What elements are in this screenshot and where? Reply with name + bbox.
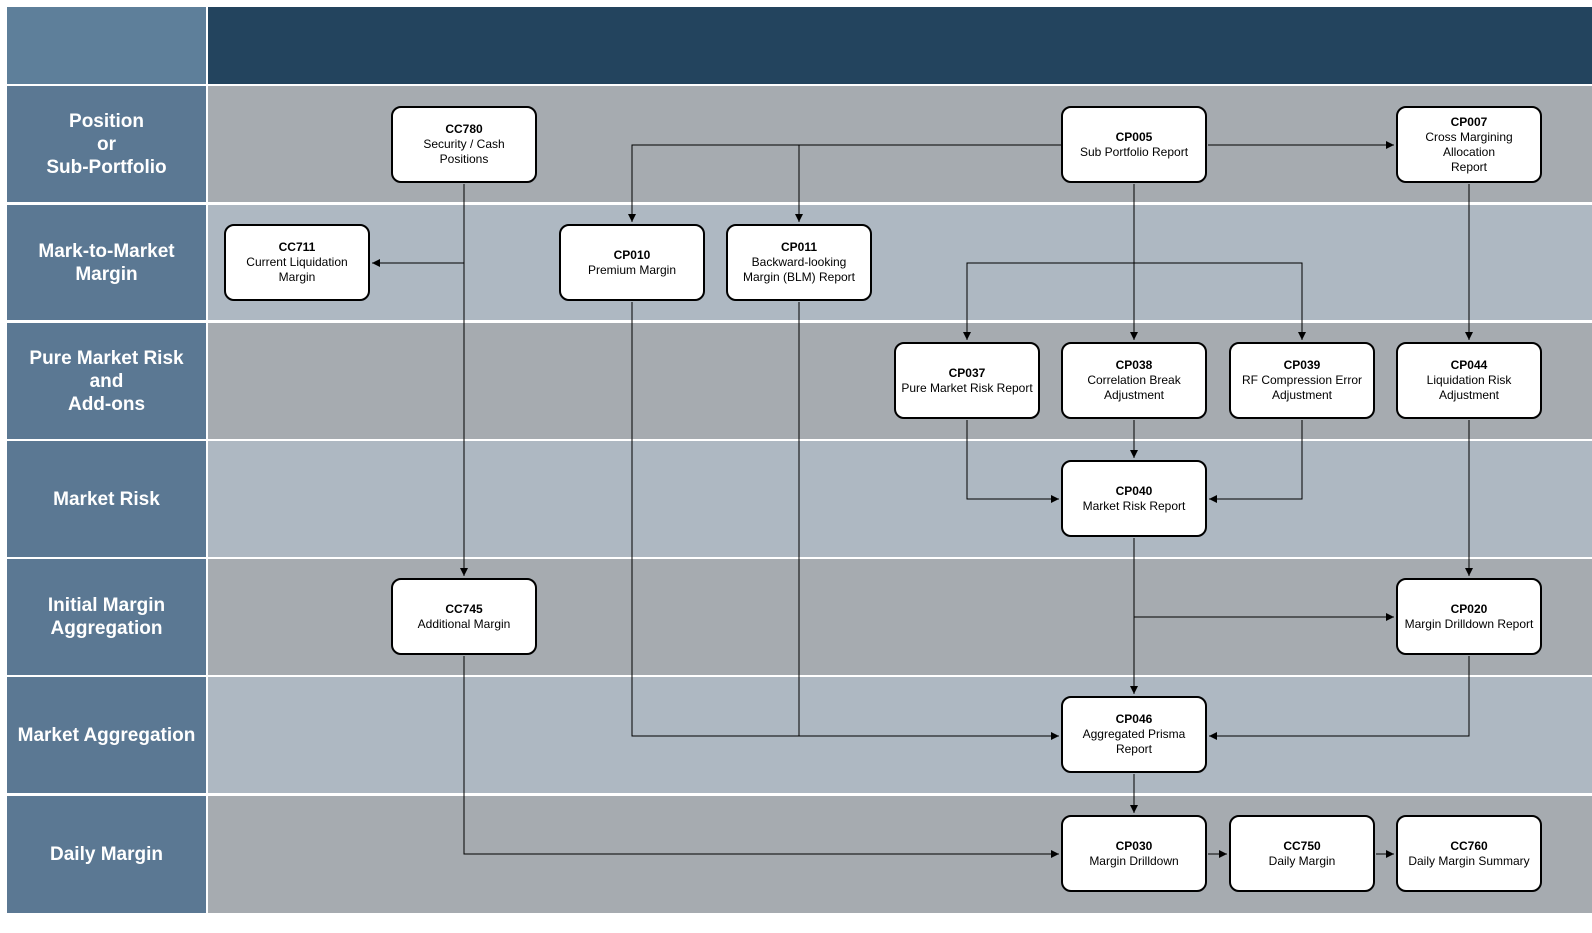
node-description: Daily Margin Summary [1408, 853, 1530, 868]
node-code: CP010 [613, 247, 651, 262]
node-cp011[interactable]: CP011 Backward-looking Margin (BLM) Repo… [726, 224, 872, 301]
node-description: Margin Drilldown Report [1404, 616, 1534, 631]
edge-cp010-cp046 [631, 302, 1059, 740]
node-cp046[interactable]: CP046 Aggregated Prisma Report [1061, 696, 1207, 773]
lane-label-mark-to-market: Mark-to-Market Margin [7, 205, 206, 320]
node-code: CP038 [1115, 358, 1153, 372]
node-cp038[interactable]: CP038 Correlation Break Adjustment [1061, 342, 1207, 419]
node-cp039[interactable]: CP039 RF Compression Error Adjustment [1229, 342, 1375, 419]
node-cp037[interactable]: CP037 Pure Market Risk Report [894, 342, 1040, 419]
node-description: Premium Margin [587, 262, 677, 277]
node-description: Cross Margining Allocation Report [1425, 129, 1513, 174]
edge-cp020-cp046 [1209, 656, 1470, 740]
edge-cp039-cp040 [1209, 420, 1303, 503]
edge-cp005-cp039 [1134, 262, 1306, 340]
node-code: CP040 [1115, 483, 1153, 498]
node-description: Backward-looking Margin (BLM) Report [742, 255, 856, 284]
node-description: Correlation Break Adjustment [1087, 373, 1181, 402]
node-description: RF Compression Error Adjustment [1241, 373, 1363, 402]
node-description: Additional Margin [417, 616, 511, 631]
node-description: Daily Margin [1268, 853, 1336, 868]
node-cc750[interactable]: CC750 Daily Margin [1229, 815, 1375, 892]
node-cp044[interactable]: CP044 Liquidation Risk Adjustment [1396, 342, 1542, 419]
node-code: CC760 [1450, 838, 1488, 853]
node-cp005[interactable]: CP005 Sub Portfolio Report [1061, 106, 1207, 183]
node-description: Aggregated Prisma Report [1082, 727, 1186, 756]
lane-body-market-aggregation [208, 677, 1592, 793]
edge-cp037-cp040 [966, 420, 1059, 503]
edge-cp005-cp010 [628, 144, 1061, 222]
node-code: CC711 [278, 240, 316, 254]
node-code: CP005 [1115, 129, 1153, 144]
node-cc780[interactable]: CC780 Security / Cash Positions [391, 106, 537, 183]
node-cc760[interactable]: CC760 Daily Margin Summary [1396, 815, 1542, 892]
lane-label-daily-margin: Daily Margin [7, 796, 206, 913]
node-cp010[interactable]: CP010 Premium Margin [559, 224, 705, 301]
lane-label-initial-margin-aggregation: Initial Margin Aggregation [7, 559, 206, 675]
edge-cp005-cp037 [963, 262, 1134, 340]
header-bar [208, 7, 1592, 84]
node-description: Liquidation Risk Adjustment [1426, 373, 1512, 402]
node-description: Security / Cash Positions [423, 137, 505, 166]
node-description: Sub Portfolio Report [1079, 144, 1189, 159]
node-cc711[interactable]: CC711 Current Liquidation Margin [224, 224, 370, 301]
node-cp030[interactable]: CP030 Margin Drilldown [1061, 815, 1207, 892]
node-code: CP037 [948, 365, 986, 380]
edge-cc780-cc711 [372, 184, 465, 267]
lane-body-market-risk [208, 441, 1592, 557]
node-description: Margin Drilldown [1089, 853, 1179, 868]
node-description: Pure Market Risk Report [901, 380, 1033, 395]
lane-label-market-aggregation: Market Aggregation [7, 677, 206, 793]
lane-label-market-risk: Market Risk [7, 441, 206, 557]
node-code: CC780 [445, 122, 483, 136]
edge-cc745-cp030 [463, 656, 1059, 858]
node-description: Market Risk Report [1082, 498, 1186, 513]
node-code: CP046 [1115, 712, 1153, 726]
node-code: CP011 [780, 240, 818, 254]
node-description: Current Liquidation Margin [246, 255, 348, 284]
node-code: CC745 [445, 601, 483, 616]
node-cp007[interactable]: CP007 Cross Margining Allocation Report [1396, 106, 1542, 183]
node-code: CP039 [1283, 358, 1321, 372]
node-code: CP007 [1450, 114, 1488, 129]
header-corner [7, 7, 206, 84]
node-code: CP020 [1450, 601, 1488, 616]
node-cc745[interactable]: CC745 Additional Margin [391, 578, 537, 655]
node-cp040[interactable]: CP040 Market Risk Report [1061, 460, 1207, 537]
lane-label-position: Position or Sub-Portfolio [7, 86, 206, 202]
lane-label-pure-market-risk: Pure Market Risk and Add-ons [7, 323, 206, 439]
node-code: CC750 [1283, 838, 1321, 853]
node-code: CP030 [1115, 838, 1153, 853]
node-cp020[interactable]: CP020 Margin Drilldown Report [1396, 578, 1542, 655]
node-code: CP044 [1450, 358, 1488, 372]
